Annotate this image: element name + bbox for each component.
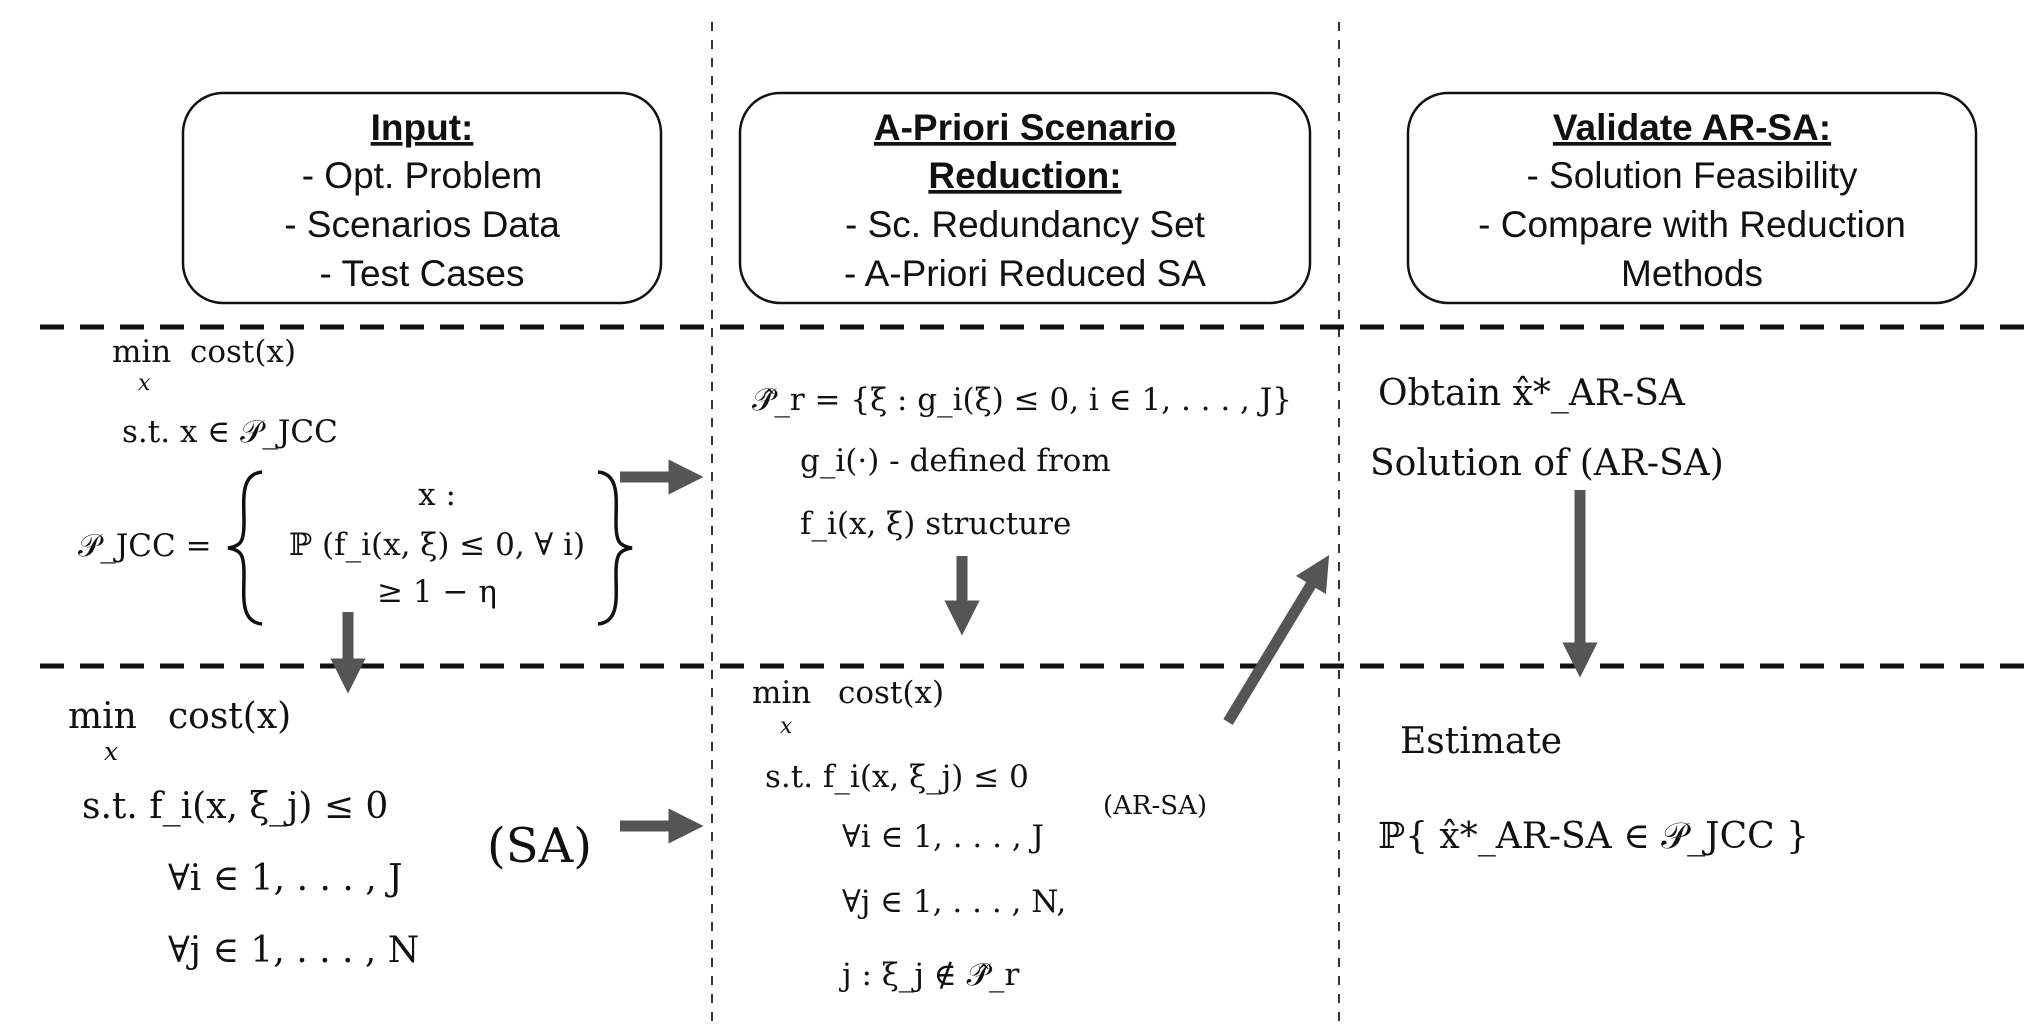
reduction-stage-item: - Sc. Redundancy Set [845,204,1206,245]
input-stage-item: - Opt. Problem [302,155,543,196]
reduction-stage-box: A-Priori Scenario Reduction: - Sc. Redun… [738,91,1312,305]
arsa-objective-min: min [752,675,811,711]
redundancy-set: 𝒫̂_r = {ξ : g_i(ξ) ≤ 0, i ∈ 1, . . . , J… [752,382,1292,418]
reduction-stage-item: - A-Priori Reduced SA [844,253,1206,294]
jcc-constraint: s.t. x ∈ 𝒫_JCC [122,414,338,450]
sa-constraint: s.t. f_i(x, ξ_j) ≤ 0 [82,786,388,827]
sa-objective-var: x [104,737,118,766]
arrow-arsa-to-obtain [1223,554,1330,725]
validate-stage-item: - Compare with Reduction [1478,204,1906,245]
arsa-constraint: ∀j ∈ 1, . . . , N, [842,884,1066,920]
redundancy-set-definition: 𝒫̂_r = {ξ : g_i(ξ) ≤ 0, i ∈ 1, . . . , J… [752,382,1292,542]
jcc-set-line: ≥ 1 − η [377,574,497,610]
objective-var: x [138,371,151,396]
input-stage-item: - Test Cases [320,253,525,294]
input-stage-title: Input: [371,107,474,148]
reduction-stage-title: A-Priori Scenario [874,107,1176,148]
validate-stage-item: Methods [1621,253,1763,294]
jcc-problem: min x cost(x) s.t. x ∈ 𝒫_JCC 𝒫_JCC = x :… [78,334,633,626]
sa-problem: min x cost(x) s.t. f_i(x, ξ_j) ≤ 0 ∀i ∈ … [68,696,592,971]
arsa-problem: min x cost(x) s.t. f_i(x, ξ_j) ≤ 0 ∀i ∈ … [752,675,1207,993]
objective-min: min [112,334,171,370]
validate-stage-box: Validate AR-SA: - Solution Feasibility -… [1406,91,1978,305]
estimate-probability: Estimate ℙ{ x̂*_AR-SA ∈ 𝒫_JCC } [1378,721,1809,857]
left-brace [227,470,263,626]
arsa-objective-cost: cost(x) [838,675,944,711]
estimate-line: ℙ{ x̂*_AR-SA ∈ 𝒫_JCC } [1378,816,1809,857]
validate-stage-title: Validate AR-SA: [1553,107,1831,148]
sa-constraint: ∀i ∈ 1, . . . , J [168,858,403,899]
reduction-stage-title: Reduction: [928,155,1121,196]
sa-label: (SA) [487,818,592,874]
obtain-line: Solution of (AR-SA) [1370,443,1724,484]
arsa-label: (AR-SA) [1103,791,1207,821]
sa-constraint: ∀j ∈ 1, . . . , N [168,930,419,971]
arsa-objective-var: x [780,714,793,739]
arsa-constraint: s.t. f_i(x, ξ_j) ≤ 0 [765,759,1029,795]
obtain-solution: Obtain x̂*_AR-SA Solution of (AR-SA) [1370,373,1724,484]
right-brace [597,470,633,626]
jcc-set-line: ℙ (f_i(x, ξ) ≤ 0, ∀ i) [289,527,585,563]
jcc-set-line: x : [418,477,456,513]
validate-stage-item: - Solution Feasibility [1526,155,1858,196]
sa-objective-cost: cost(x) [168,696,291,737]
sa-objective-min: min [68,696,137,737]
input-stage-box: Input: - Opt. Problem - Scenarios Data -… [181,91,663,305]
obtain-line: Obtain x̂*_AR-SA [1378,373,1686,414]
redundancy-set-line: f_i(x, ξ) structure [800,506,1071,542]
arsa-constraint: ∀i ∈ 1, . . . , J [842,819,1044,855]
estimate-line: Estimate [1400,721,1562,762]
input-stage-item: - Scenarios Data [284,204,560,245]
jcc-set-lhs: 𝒫_JCC = [78,528,212,564]
arsa-constraint: j : ξ_j ∉ 𝒫̂_r [839,957,1019,993]
redundancy-set-line: g_i(·) - defined from [800,443,1111,479]
objective-cost: cost(x) [190,334,296,370]
